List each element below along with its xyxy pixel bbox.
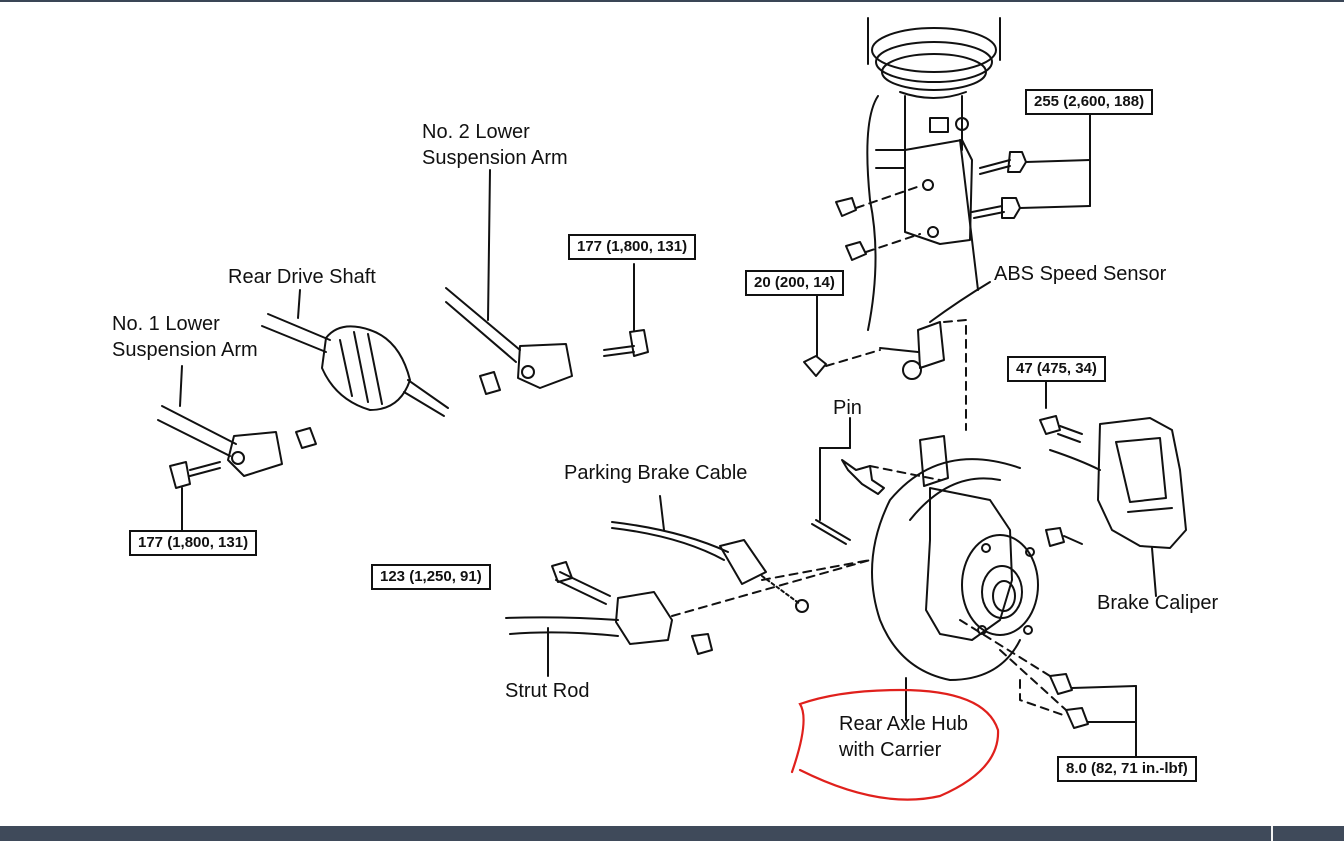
pin: [811, 417, 941, 545]
torque-no2-arm-bolt: 177 (1,800, 131): [568, 234, 697, 260]
torque-strut-bolts: 255 (2,600, 188): [1025, 89, 1154, 115]
rear-drive-shaft: [261, 289, 449, 417]
highlight-circle: [790, 688, 1000, 801]
label-no1-lower-arm-line1: No. 1 Lower: [112, 313, 220, 335]
label-rear-drive-shaft: Rear Drive Shaft: [228, 266, 376, 288]
label-strut-rod: Strut Rod: [505, 680, 590, 702]
label-abs-speed-sensor: ABS Speed Sensor: [994, 263, 1167, 285]
strut-hardware: [835, 113, 1091, 261]
label-pin: Pin: [833, 397, 862, 419]
backing-plate-bolts: [959, 619, 1137, 757]
bottom-bar-separator: [1271, 826, 1273, 841]
no2-lower-arm: [445, 169, 649, 395]
no1-lower-arm: [157, 365, 317, 533]
label-parking-brake-cable: Parking Brake Cable: [564, 462, 748, 484]
label-no1-lower-arm-line2: Suspension Arm: [112, 339, 258, 361]
bottom-bar: [0, 826, 1344, 841]
abs-wire: [866, 95, 879, 331]
abs-sensor: [803, 281, 991, 431]
top-border: [0, 0, 1344, 2]
label-brake-caliper: Brake Caliper: [1097, 592, 1219, 614]
strut-rod: [505, 559, 871, 677]
label-no1-lower-arm: No. 1 Lower Suspension Arm: [112, 311, 258, 363]
torque-backing-plate-bolts: 8.0 (82, 71 in.-lbf): [1057, 756, 1197, 782]
torque-abs-sensor-bolt: 20 (200, 14): [745, 270, 844, 296]
torque-caliper-bolt: 47 (475, 34): [1007, 356, 1106, 382]
label-rear-axle-hub-line2: with Carrier: [839, 739, 942, 761]
label-rear-axle-hub: Rear Axle Hub with Carrier: [839, 711, 968, 763]
label-no2-lower-arm-line1: No. 2 Lower: [422, 121, 530, 143]
torque-strut-rod-bolt: 123 (1,250, 91): [371, 564, 491, 590]
brake-caliper: [1039, 379, 1187, 597]
axle-hub: [871, 435, 1083, 721]
label-no2-lower-arm: No. 2 Lower Suspension Arm: [422, 119, 568, 171]
strut-assembly: [867, 17, 1001, 291]
torque-no1-arm-bolt: 177 (1,800, 131): [129, 530, 258, 556]
parking-brake-cable: [611, 495, 871, 613]
label-rear-axle-hub-line1: Rear Axle Hub: [839, 713, 968, 735]
label-no2-lower-arm-line2: Suspension Arm: [422, 147, 568, 169]
